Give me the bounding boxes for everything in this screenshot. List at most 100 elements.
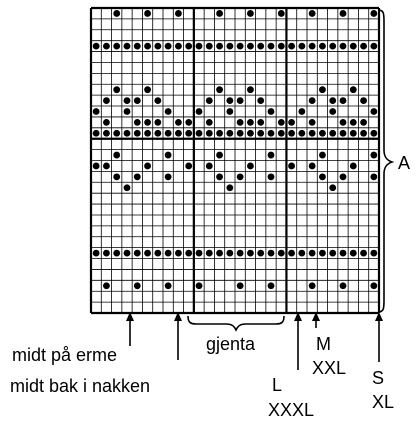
- brace-A: [377, 9, 395, 313]
- chart-dot: [319, 86, 326, 94]
- chart-dot: [195, 108, 203, 115]
- chart-dot: [236, 173, 244, 181]
- chart-dot: [205, 42, 213, 50]
- chart-dot: [226, 184, 234, 192]
- chart-dot: [92, 129, 100, 137]
- chart-dot: [103, 249, 110, 257]
- chart-dot: [308, 97, 316, 104]
- chart-grid: [89, 6, 381, 315]
- chart-dot: [329, 129, 337, 137]
- chart-dot: [92, 108, 100, 115]
- chart-dot: [370, 151, 378, 159]
- chart-dot: [144, 118, 151, 126]
- chart-dot: [226, 129, 234, 137]
- chart-dot: [164, 108, 172, 115]
- chart-dot: [123, 97, 131, 104]
- chart-dot: [288, 249, 295, 257]
- chart-dot: [92, 162, 100, 170]
- chart-dot: [133, 118, 141, 126]
- label-S: S: [372, 368, 384, 388]
- chart-dot: [339, 282, 347, 290]
- chart-dot: [257, 249, 265, 257]
- chart-dot: [308, 42, 316, 50]
- chart-dot: [329, 108, 337, 115]
- chart-dot: [298, 42, 306, 50]
- chart-dot: [103, 42, 110, 50]
- chart-dot: [123, 42, 131, 50]
- chart-dot: [123, 129, 131, 137]
- chart-dot: [226, 108, 234, 115]
- label-gjenta: gjenta: [206, 334, 256, 354]
- chart-dot: [144, 162, 151, 170]
- chart-dot: [247, 249, 254, 257]
- chart-dot: [277, 118, 285, 126]
- chart-dot: [236, 249, 244, 257]
- chart-dot: [308, 162, 316, 170]
- chart-dot: [236, 282, 244, 290]
- chart-dot: [164, 129, 172, 137]
- chart-dot: [288, 118, 295, 126]
- chart-dot: [144, 249, 151, 257]
- chart-dot: [123, 184, 131, 192]
- chart-dot: [216, 86, 223, 94]
- chart-dot: [339, 97, 347, 104]
- chart-dot: [216, 173, 223, 181]
- chart-dot: [298, 249, 306, 257]
- chart-dot: [267, 42, 275, 50]
- chart-dot: [308, 118, 316, 126]
- chart-dot: [339, 10, 347, 17]
- chart-dot: [216, 249, 223, 257]
- chart-dot: [144, 10, 151, 17]
- chart-dot: [370, 129, 378, 137]
- chart-dot: [319, 151, 326, 159]
- chart-dot: [164, 42, 172, 50]
- chart-dot: [92, 249, 100, 257]
- chart-dot: [226, 42, 234, 50]
- chart-dot: [144, 42, 151, 50]
- chart-dot: [164, 249, 172, 257]
- chart-dot: [154, 42, 162, 50]
- chart-dot: [175, 10, 182, 17]
- chart-dot: [329, 97, 337, 104]
- chart-dot: [267, 129, 275, 137]
- chart-dot: [133, 97, 141, 104]
- chart-dot: [195, 42, 203, 50]
- chart-dot: [339, 118, 347, 126]
- chart-dot: [103, 118, 110, 126]
- chart-dot: [370, 42, 378, 50]
- chart-dot: [277, 42, 285, 50]
- chart-dot: [370, 173, 378, 181]
- chart-dot: [195, 282, 203, 290]
- chart-dot: [257, 118, 265, 126]
- chart-dot: [267, 151, 275, 159]
- label-midt-pa-erme: midt på erme: [12, 345, 117, 365]
- chart-dot: [349, 162, 357, 170]
- chart-dots: [92, 10, 378, 290]
- chart-dot: [339, 249, 347, 257]
- chart-dot: [339, 42, 347, 50]
- chart-dot: [319, 173, 326, 181]
- chart-dot: [113, 249, 121, 257]
- chart-dot: [370, 108, 378, 115]
- chart-dot: [216, 129, 223, 137]
- chart-dot: [288, 162, 295, 170]
- chart-dot: [267, 173, 275, 181]
- chart-dot: [226, 249, 234, 257]
- label-L: L: [272, 375, 282, 395]
- chart-dot: [185, 129, 193, 137]
- chart-dot: [247, 162, 254, 170]
- chart-dot: [144, 129, 151, 137]
- chart-dot: [370, 282, 378, 290]
- label-XL: XL: [372, 392, 394, 412]
- chart-dot: [370, 249, 378, 257]
- chart-dot: [103, 129, 110, 137]
- chart-dot: [267, 108, 275, 115]
- chart-dot: [339, 129, 347, 137]
- chart-dot: [349, 86, 357, 94]
- chart-dot: [205, 97, 213, 104]
- chart-dot: [144, 86, 151, 94]
- chart-dot: [339, 173, 347, 181]
- chart-dot: [185, 118, 193, 126]
- chart-dot: [154, 249, 162, 257]
- chart-dot: [257, 42, 265, 50]
